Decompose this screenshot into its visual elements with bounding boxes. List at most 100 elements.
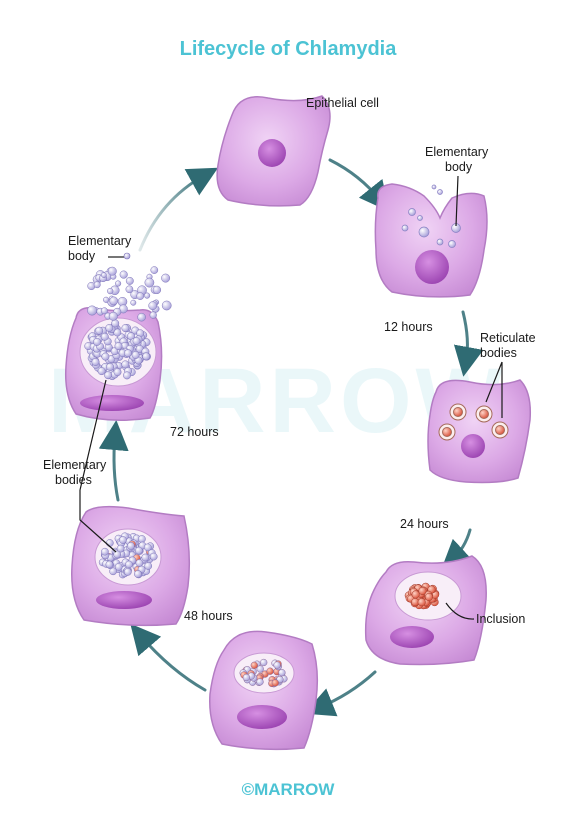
time-48-hours: 48 hours <box>184 609 233 623</box>
particle <box>107 287 114 295</box>
particle <box>418 586 427 596</box>
cell-72h <box>71 505 191 627</box>
particle <box>113 368 122 377</box>
label-bodies: bodies <box>480 346 517 360</box>
particle <box>150 266 159 274</box>
leader-elementary-bodies <box>79 379 117 553</box>
particle <box>115 280 122 287</box>
arrow-7 <box>98 420 129 502</box>
nucleus <box>237 705 287 729</box>
particle <box>142 352 151 361</box>
label-epithelial-cell: Epithelial cell <box>306 96 379 110</box>
particle <box>119 536 127 544</box>
particle <box>271 679 279 687</box>
particle <box>114 563 123 571</box>
particle <box>101 272 107 278</box>
particle <box>136 292 145 300</box>
arrow-3 <box>453 310 484 377</box>
label-eb-bodies: bodies <box>55 473 92 487</box>
particle <box>135 559 144 567</box>
particle <box>250 661 258 669</box>
label-eb-elementary: Elementary <box>43 458 107 472</box>
particle <box>138 535 146 543</box>
particle <box>123 371 131 380</box>
particle <box>93 337 102 346</box>
particle <box>278 669 286 677</box>
particle <box>100 332 109 341</box>
label-inclusion: Inclusion <box>476 612 525 626</box>
arrow-6 <box>130 623 207 692</box>
particle <box>97 367 106 376</box>
particle <box>106 362 115 371</box>
released-elementary-bodies <box>87 266 172 322</box>
leader-reticulate <box>485 361 503 418</box>
particle <box>105 539 114 547</box>
particle <box>131 351 140 359</box>
particle <box>130 299 137 306</box>
particle <box>137 312 146 322</box>
particle <box>134 570 142 578</box>
nucleus <box>461 434 485 458</box>
particle <box>161 300 172 311</box>
particle <box>256 678 264 686</box>
cell-entry <box>374 183 488 298</box>
leader-inclusion <box>445 602 475 620</box>
nucleus <box>96 591 152 609</box>
cell-48h <box>209 630 319 751</box>
particle <box>105 560 114 569</box>
arrow-4 <box>440 528 474 571</box>
copyright-logo: ©MARROW <box>242 780 336 799</box>
nucleus <box>258 139 286 167</box>
particle <box>95 326 104 335</box>
particle <box>101 352 110 361</box>
arrow-2 <box>328 158 390 212</box>
particle <box>148 301 158 311</box>
particle <box>144 562 153 570</box>
time-72-hours: 72 hours <box>170 425 219 439</box>
particle <box>116 544 125 553</box>
particle <box>125 560 133 569</box>
particle <box>266 667 274 675</box>
elementary-cluster <box>84 319 151 381</box>
nucleus <box>80 395 144 411</box>
particle <box>149 552 158 561</box>
nucleus <box>415 250 449 284</box>
particle <box>100 307 108 315</box>
elementary-cluster <box>98 532 158 579</box>
particle <box>93 281 101 289</box>
particle <box>109 296 119 306</box>
particle <box>127 542 135 550</box>
particle <box>104 371 113 380</box>
particle <box>111 319 120 328</box>
particle <box>121 324 130 333</box>
particle <box>125 285 134 294</box>
label-entry-elementary: Elementary <box>425 145 489 159</box>
cell-inclusion <box>364 555 487 666</box>
reticulate-cluster <box>404 582 440 610</box>
particle <box>124 349 132 358</box>
cell-epithelial <box>216 95 331 207</box>
arrow-5 <box>304 670 377 717</box>
particle <box>113 328 122 337</box>
label-entry-body: body <box>445 160 473 174</box>
particle <box>141 553 150 562</box>
particle <box>161 273 171 283</box>
particle <box>121 360 130 369</box>
particle <box>256 665 264 673</box>
label-reticulate: Reticulate <box>480 331 536 345</box>
particle <box>91 358 100 366</box>
particle <box>119 270 128 279</box>
particle <box>125 276 134 285</box>
particle <box>105 324 114 332</box>
page-title: Lifecycle of Chlamydia <box>180 38 398 60</box>
elementary-bodies-entering <box>401 184 461 248</box>
cell-release <box>64 266 172 421</box>
cell-reticulate <box>427 379 532 484</box>
particle <box>101 547 109 556</box>
particle <box>132 337 141 345</box>
particle <box>114 342 123 351</box>
particle <box>152 285 162 295</box>
particle <box>242 673 251 682</box>
particle <box>143 543 152 552</box>
